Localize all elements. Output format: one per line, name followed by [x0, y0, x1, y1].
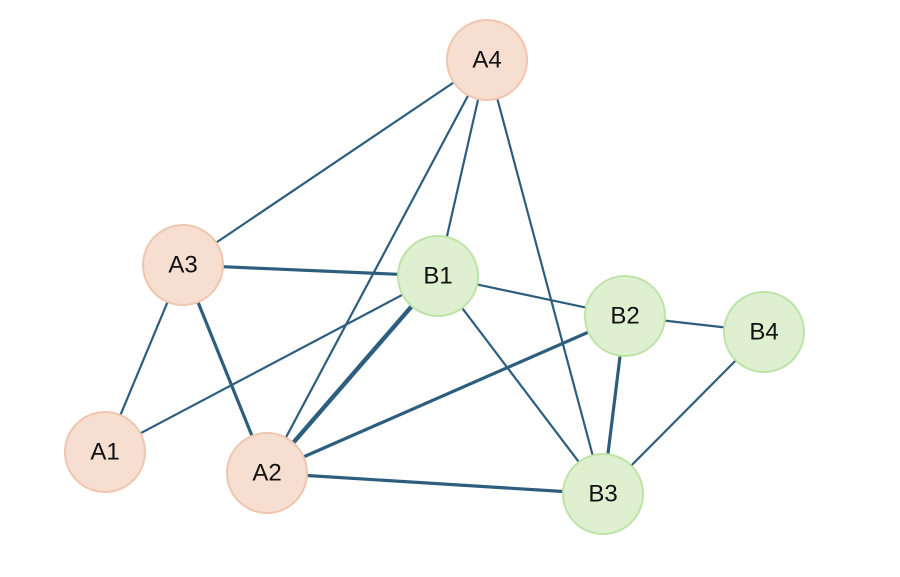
- node-circle: [142, 224, 224, 306]
- node-b3: B3: [562, 453, 644, 535]
- node-a2: A2: [226, 432, 308, 514]
- node-label: A2: [252, 460, 281, 487]
- node-circle: [446, 19, 528, 101]
- edge-a3-a4: [215, 81, 455, 244]
- node-circle: [64, 411, 146, 493]
- edge-a2-a4: [284, 94, 470, 439]
- edge-b2-b3: [606, 354, 622, 456]
- node-label: B2: [610, 303, 639, 330]
- node-circle: [723, 291, 805, 373]
- node-label: B1: [423, 263, 452, 290]
- edge-layer: [119, 81, 737, 494]
- node-b4: B4: [723, 291, 805, 373]
- node-circle: [226, 432, 308, 514]
- node-a3: A3: [142, 224, 224, 306]
- edge-b1-b2: [476, 283, 588, 309]
- edge-b1-a4: [445, 97, 480, 239]
- edge-a3-a1: [119, 300, 169, 417]
- node-b1: B1: [397, 235, 479, 317]
- node-a4: A4: [446, 19, 528, 101]
- edge-a1-b1: [139, 293, 404, 435]
- node-circle: [562, 453, 644, 535]
- node-label: A3: [168, 252, 197, 279]
- node-label: B4: [749, 319, 778, 346]
- node-circle: [397, 235, 479, 317]
- node-label: A4: [472, 47, 501, 74]
- edge-b4-b3: [630, 359, 737, 467]
- node-b2: B2: [584, 275, 666, 357]
- edge-b2-b4: [663, 319, 726, 329]
- edge-b1-b3: [461, 306, 581, 464]
- edge-b1-a2: [291, 304, 414, 445]
- node-a1: A1: [64, 411, 146, 493]
- edge-a2-b3: [305, 473, 565, 494]
- node-label: A1: [90, 439, 119, 466]
- node-circle: [584, 275, 666, 357]
- node-label: B3: [588, 481, 617, 508]
- edge-b3-a4: [496, 97, 594, 457]
- edge-a2-b2: [302, 330, 591, 459]
- edge-a3-a2: [196, 300, 254, 438]
- edge-a3-b1: [221, 265, 400, 276]
